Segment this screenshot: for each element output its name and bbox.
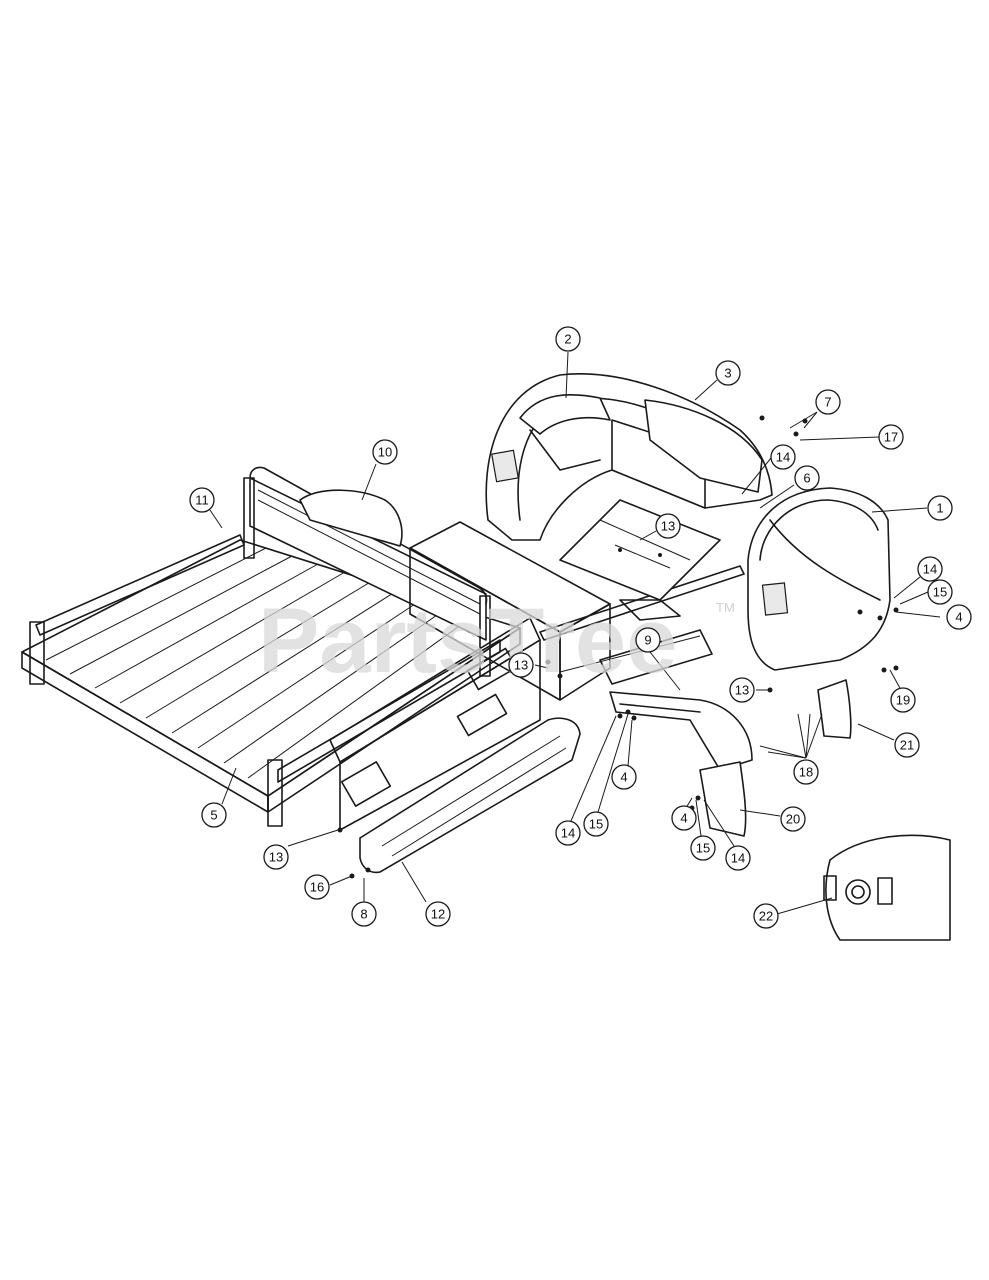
watermark: PartsTree TM [258, 590, 735, 692]
callout-15a: 15 [583, 811, 609, 837]
rear-fender-right [747, 487, 891, 671]
watermark-text: PartsTree [258, 590, 677, 692]
callout-11: 11 [189, 487, 215, 513]
callout-9: 9 [635, 627, 661, 653]
callout-label: 14 [561, 826, 575, 841]
callout-label: 14 [776, 450, 790, 465]
callout-14c: 14 [725, 845, 751, 871]
hardware [337, 415, 899, 879]
callout-10: 10 [372, 439, 398, 465]
callout-label: 13 [735, 683, 749, 698]
callout-6: 6 [794, 465, 820, 491]
side-skirt [359, 717, 581, 874]
callout-label: 17 [884, 430, 898, 445]
callout-12: 12 [425, 901, 451, 927]
callout-15b: 15 [690, 835, 716, 861]
callout-label: 9 [644, 633, 651, 648]
callout-label: 14 [923, 562, 937, 577]
callout-label: 20 [786, 812, 800, 827]
callout-14a: 14 [917, 556, 943, 582]
callout-13a: 13 [508, 652, 534, 678]
callout-label: 7 [824, 395, 831, 410]
callout-label: 13 [661, 519, 675, 534]
callout-label: 21 [900, 738, 914, 753]
callout-label: 15 [696, 841, 710, 856]
callout-16: 16 [304, 874, 330, 900]
wheel-fender-10 [299, 489, 403, 547]
callout-label: 4 [620, 770, 627, 785]
callout-7: 7 [815, 389, 841, 415]
callout-label: 15 [933, 585, 947, 600]
callout-label: 15 [589, 817, 603, 832]
callout-13c: 13 [729, 677, 755, 703]
callout-5: 5 [201, 802, 227, 828]
front-fender [609, 679, 852, 837]
callout-8: 8 [351, 901, 377, 927]
callout-4c: 4 [671, 805, 697, 831]
watermark-tm: TM [716, 600, 735, 615]
leader-lines [209, 351, 941, 915]
inset-detail [823, 834, 951, 941]
callout-label: 5 [210, 808, 217, 823]
callout-label: 14 [731, 851, 745, 866]
callout-3: 3 [715, 360, 741, 386]
callout-14b: 14 [555, 820, 581, 846]
callout-19: 19 [890, 687, 916, 713]
callout-21: 21 [894, 732, 920, 758]
callout-label: 22 [759, 909, 773, 924]
callout-1: 1 [927, 495, 953, 521]
callout-4a: 4 [946, 604, 972, 630]
callout-label: 13 [269, 850, 283, 865]
callout-label: 13 [514, 658, 528, 673]
callouts: 1 2 3 4 4 4 5 6 7 8 9 10 11 12 13 13 13 … [189, 326, 972, 929]
callout-15c: 15 [927, 579, 953, 605]
callout-label: 16 [310, 880, 324, 895]
callout-label: 18 [799, 765, 813, 780]
callout-label: 2 [564, 332, 571, 347]
callout-label: 12 [431, 907, 445, 922]
callout-label: 1 [936, 501, 943, 516]
callout-2: 2 [555, 326, 581, 352]
callout-4b: 4 [611, 764, 637, 790]
callout-20: 20 [780, 806, 806, 832]
callout-label: 19 [896, 693, 910, 708]
callout-17: 17 [878, 424, 904, 450]
callout-label: 3 [724, 366, 731, 381]
rear-fender-left [485, 373, 773, 541]
callout-label: 10 [378, 445, 392, 460]
callout-18: 18 [793, 759, 819, 785]
callout-label: 11 [195, 493, 209, 508]
callout-13b: 13 [263, 844, 289, 870]
callout-label: 8 [360, 907, 367, 922]
callout-14d: 14 [770, 444, 796, 470]
callout-22: 22 [753, 903, 779, 929]
callout-label: 4 [955, 610, 962, 625]
callout-label: 6 [803, 471, 810, 486]
callout-label: 4 [680, 811, 687, 826]
callout-13d: 13 [655, 513, 681, 539]
